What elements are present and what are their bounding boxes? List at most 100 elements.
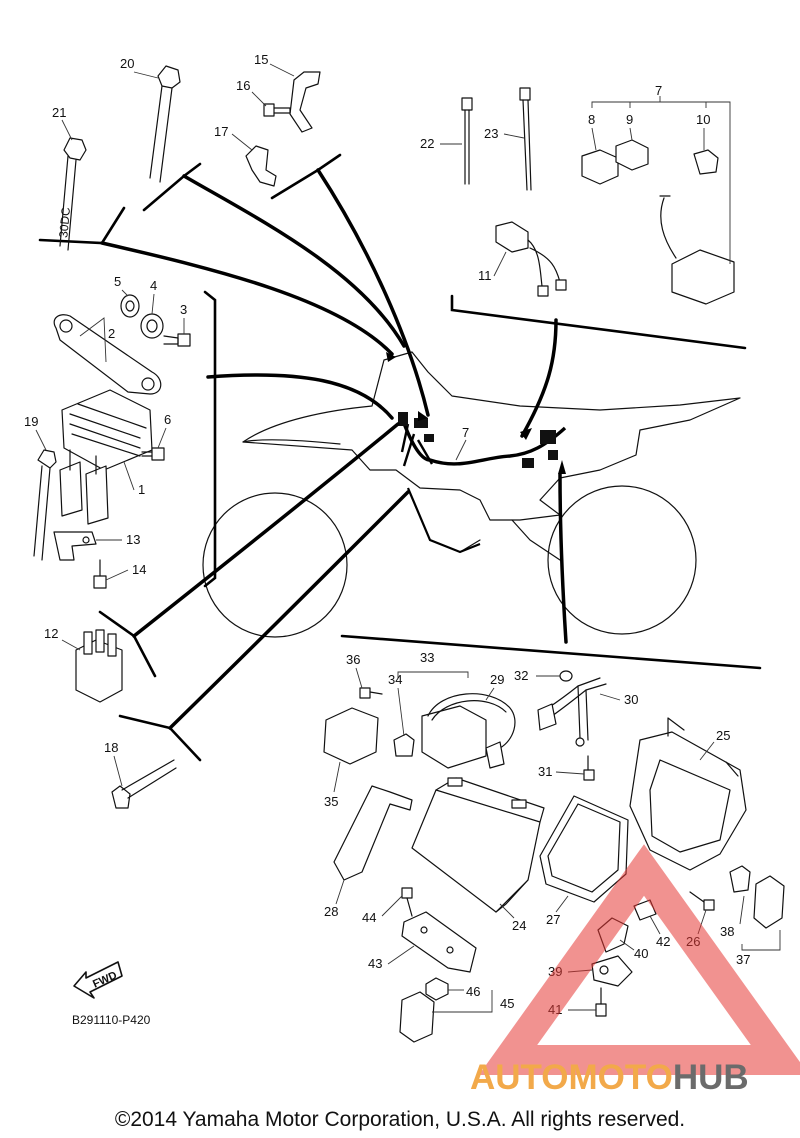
rear-frame	[511, 519, 561, 561]
cable-29	[427, 693, 516, 769]
callout-32: 32	[514, 668, 528, 683]
callout-18: 18	[104, 740, 118, 755]
band-label: 30DC	[56, 206, 73, 238]
leader-lines	[100, 168, 568, 730]
callout-29: 29	[490, 672, 504, 687]
grommet-42	[633, 899, 657, 921]
bracket-15	[289, 71, 321, 133]
sub-wire-harness-11	[495, 221, 567, 297]
callout-43: 43	[368, 956, 382, 971]
cable-band-18	[111, 759, 177, 809]
cable-band-19	[33, 449, 57, 561]
ecu-harness-part	[659, 195, 735, 305]
callout-13: 13	[126, 532, 140, 547]
relay-12	[75, 629, 123, 703]
harness-connector	[424, 434, 434, 442]
callout-17: 17	[214, 124, 228, 139]
callout-33: 33	[420, 650, 434, 665]
holder-33-34	[393, 671, 487, 769]
connector-38	[729, 865, 751, 893]
callout-28: 28	[324, 904, 338, 919]
callout-37: 37	[736, 952, 750, 967]
watermark-text: AUTOMOTOHUB	[470, 1058, 749, 1097]
bracket-13	[53, 531, 97, 561]
callout-27: 27	[546, 912, 560, 927]
bolt-16	[263, 103, 291, 117]
callout-35: 35	[324, 794, 338, 809]
callout-40: 40	[634, 946, 648, 961]
bolt-14	[93, 559, 107, 589]
rear-wheel	[547, 485, 697, 635]
fuse-46	[425, 977, 449, 1001]
cable-tie-22	[461, 97, 473, 185]
callout-15: 15	[254, 52, 268, 67]
callout-19: 19	[24, 414, 38, 429]
motorcycle-outline	[202, 351, 741, 638]
callout-46: 46	[466, 984, 480, 999]
harness-connector	[540, 430, 556, 444]
callout-31: 31	[538, 764, 552, 779]
cable-tie-23	[519, 87, 532, 191]
warning-triangle-icon	[478, 844, 800, 1075]
lead-30	[537, 677, 607, 747]
bolt-3	[163, 333, 191, 347]
cable-band-21: 30DC	[56, 137, 87, 251]
callout-11: 11	[478, 268, 492, 283]
callout-22: 22	[420, 136, 434, 151]
callout-7-top: 7	[655, 83, 662, 98]
callout-25: 25	[716, 728, 730, 743]
connector-9	[615, 139, 649, 171]
callout-36: 36	[346, 652, 360, 667]
harness-connector	[398, 412, 408, 426]
grommet-4	[140, 313, 164, 339]
group-brackets	[38, 153, 762, 762]
connector-37	[753, 875, 785, 929]
rectifier-regulator-1	[59, 389, 153, 525]
nut-32	[559, 670, 573, 682]
callout-5: 5	[114, 274, 121, 289]
clamp-17	[245, 145, 277, 187]
fuse-box-45	[399, 991, 435, 1043]
callout-42: 42	[656, 934, 670, 949]
bracket-43	[401, 911, 477, 973]
callout-44: 44	[362, 910, 376, 925]
bolt-31	[583, 755, 595, 781]
watermark-logo	[478, 844, 800, 1075]
callout-38: 38	[720, 924, 734, 939]
callout-10: 10	[696, 112, 710, 127]
forward-arrow-icon: FWD	[73, 961, 123, 999]
callout-34: 34	[388, 672, 402, 687]
harness-connector	[522, 458, 534, 468]
callout-12: 12	[44, 626, 58, 641]
diagram-code: B291110-P420	[72, 1013, 151, 1027]
harness-connector	[548, 450, 558, 460]
callout-3: 3	[180, 302, 187, 317]
relay-35	[323, 707, 379, 765]
harness-connector	[414, 418, 428, 428]
bolt-41	[595, 987, 607, 1017]
callout-9: 9	[626, 112, 633, 127]
bolt-44	[401, 887, 413, 917]
bolt-26	[689, 891, 715, 911]
callout-24: 24	[512, 918, 526, 933]
callout-45: 45	[500, 996, 514, 1011]
engine-outline	[409, 493, 481, 553]
wire-harness-7: 7	[398, 412, 567, 554]
cable-band-20	[149, 65, 181, 183]
callout-20: 20	[120, 56, 134, 71]
front-fender	[242, 439, 341, 445]
group-7-bracket	[591, 96, 731, 264]
copyright-notice: ©2014 Yamaha Motor Corporation, U.S.A. A…	[115, 1108, 685, 1131]
connector-10	[693, 149, 719, 175]
callout-4: 4	[150, 278, 157, 293]
callout-30: 30	[624, 692, 638, 707]
bolt-36	[359, 687, 383, 699]
callout-16: 16	[236, 78, 250, 93]
callout-numbers: 21 20 15 16 17 5 4 3 2 19 6 1 13 14 12 1…	[24, 52, 781, 1017]
bike-body	[242, 351, 741, 521]
callout-23: 23	[484, 126, 498, 141]
callout-number: 7	[462, 425, 469, 440]
callout-14: 14	[132, 562, 146, 577]
callout-8: 8	[588, 112, 595, 127]
